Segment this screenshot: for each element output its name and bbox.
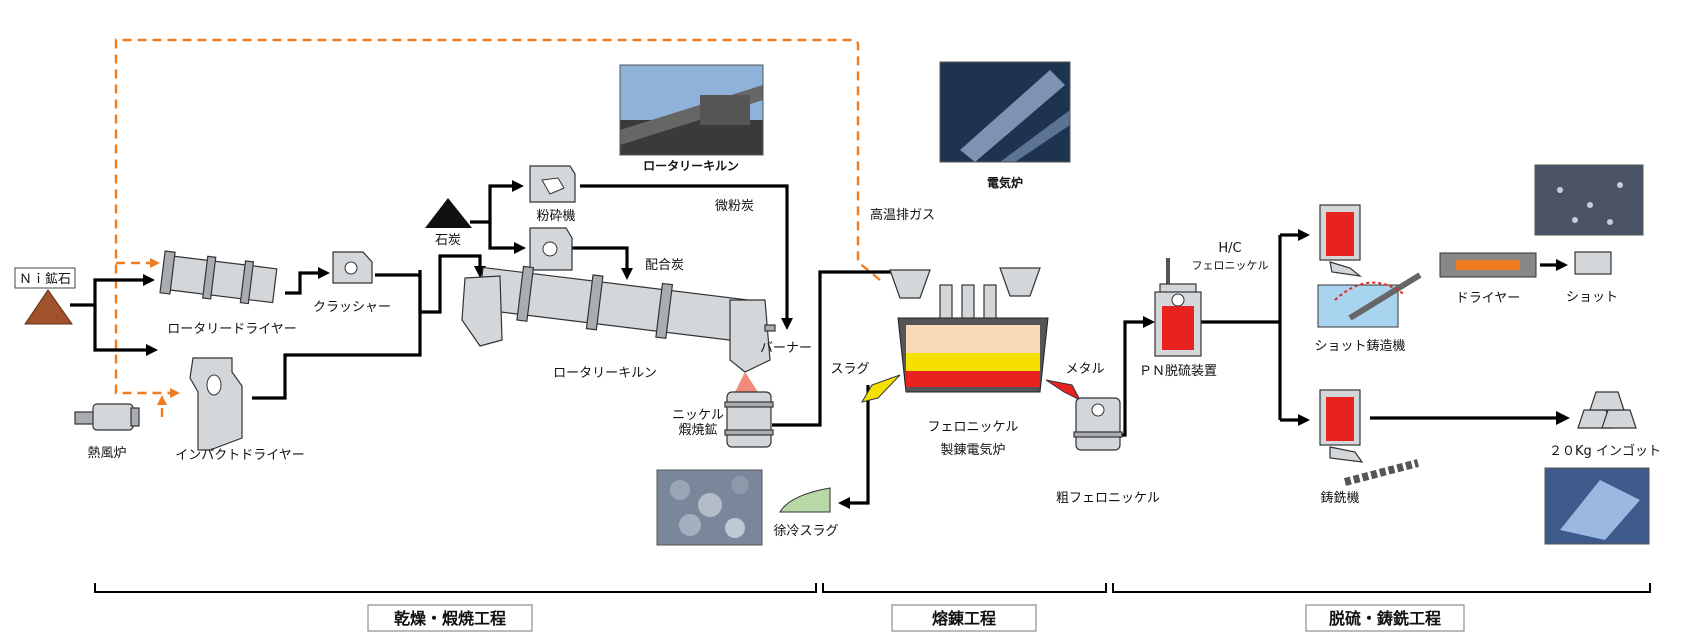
ni-ore-label-box [14,267,76,289]
impact-dryer-icon [189,357,243,451]
exhaust-gas-line [114,38,881,418]
stage-box-refining [1305,604,1465,632]
pig-casting-machine-label: 鋳銑機 [1320,490,1359,506]
slag-label: スラグ [830,362,869,377]
ingot-product: ２０Kg インゴット [1549,391,1661,459]
impact-dryer-label: インパクトドライヤー [175,448,305,463]
coal-source: 石炭 [425,198,472,248]
slow-cooled-slag-icon [779,487,831,513]
casting-conveyor-icon [1343,459,1420,486]
metal-label: メタル [1065,362,1104,377]
hot-exhaust-gas-label: 高温排ガス [870,207,935,223]
stage-label-drying: 乾燥・煆焼工程 [394,609,506,628]
pulverizer-label: 粉砕機 [536,209,575,224]
stage-label-refining: 脱硫・鋳銑工程 [1329,609,1441,628]
pig-ladle-icon [1326,397,1354,441]
ingot-photo [1544,467,1650,545]
shot-photo [1534,164,1644,236]
shot-casting-machine: ショット鋳造機 [1314,204,1422,354]
bracket-refining [1112,583,1651,593]
rotary-kiln-label: ロータリーキルン [553,366,657,381]
nickel-calcine-line1: ニッケル [672,408,724,423]
smelting-furnace-label: 製錬電気炉 [940,442,1005,458]
pig-casting-machine: 鋳銑機 [1319,389,1420,506]
smelting-furnace: スラグ メタル フェロニッケル 製錬電気炉 [830,267,1105,458]
shot-label: ショット [1566,290,1618,305]
pulverizer: 粉砕機 [529,165,576,224]
stage-box-smelting [891,604,1037,632]
crusher-1: クラッシャー [313,251,391,315]
crusher-1-label: クラッシャー [313,300,391,315]
shot-product: ショット [1566,251,1618,305]
rotary-dryer-label: ロータリードライヤー [167,322,297,337]
rotary-dryer-icon [159,250,278,305]
slow-cooled-slag-label: 徐冷スラグ [773,524,838,539]
calcine-container-icon [726,391,772,448]
crude-ferronickel: 粗フェロニッケル [1056,397,1160,506]
shot-ladle-icon [1326,212,1354,256]
shot-bin-icon [1574,251,1612,275]
hot-air-furnace-label: 熱風炉 [87,446,126,461]
bracket-smelting [822,583,1107,593]
hc-ferronickel-label: フェロニッケル [1192,259,1269,272]
electric-furnace-photo: 電気炉 [939,61,1071,190]
burner-label: バーナー [760,341,812,356]
nickel-calcine-line2: 煆焼鉱 [678,422,717,438]
rotary-kiln-photo: ロータリーキルン [619,64,764,173]
slag-photo [656,469,763,546]
slow-cooled-slag: 徐冷スラグ [773,487,839,539]
rotary-dryer: ロータリードライヤー [159,250,297,337]
metal-tap-icon [1045,379,1082,402]
shot-casting-machine-label: ショット鋳造機 [1314,338,1405,354]
nickel-calcine: ニッケル 煆焼鉱 [672,391,774,448]
bracket-drying [94,583,817,593]
ferronickel-label: フェロニッケル [927,420,1018,435]
blended-coal-label: 配合炭 [645,258,684,273]
dryer-label: ドライヤー [1456,291,1521,306]
pulverized-coal-label: 微粉炭 [715,199,754,214]
coal-label: 石炭 [435,233,461,248]
material-flow-lines [70,180,1570,509]
crude-ferronickel-label: 粗フェロニッケル [1056,491,1160,506]
ingot-label: ２０Kg インゴット [1549,443,1661,459]
hot-air-furnace-icon [92,403,134,431]
water-tank-icon [1317,284,1399,328]
pn-desulfurizer-label: ＰＮ脱硫装置 [1139,364,1217,379]
stage-brackets: 乾燥・煆焼工程 熔錬工程 脱硫・鋳銑工程 [94,583,1651,632]
electric-furnace-photo-caption: 電気炉 [987,175,1023,190]
hc-label: H/C [1218,241,1241,256]
dryer: ドライヤー [1439,252,1537,306]
coal-pile-icon [425,198,472,228]
ni-ore-label: Ｎｉ鉱石 [19,271,71,287]
rotary-kiln: ロータリーキルン バーナー [461,265,812,392]
hot-air-furnace: 熱風炉 [74,403,140,461]
ore-pile-icon [24,289,73,325]
calcine-drop-icon [735,372,758,392]
slag-tap-icon [860,374,901,403]
pn-desulfurizer: H/C フェロニッケル ＰＮ脱硫装置 [1139,241,1269,379]
rotary-kiln-photo-caption: ロータリーキルン [643,159,739,173]
rotary-kiln-icon [477,265,752,343]
ni-ore-source: Ｎｉ鉱石 [14,267,76,325]
stage-box-drying [367,604,533,632]
impact-dryer: インパクトドライヤー [175,357,305,463]
stage-label-smelting: 熔錬工程 [932,609,996,628]
